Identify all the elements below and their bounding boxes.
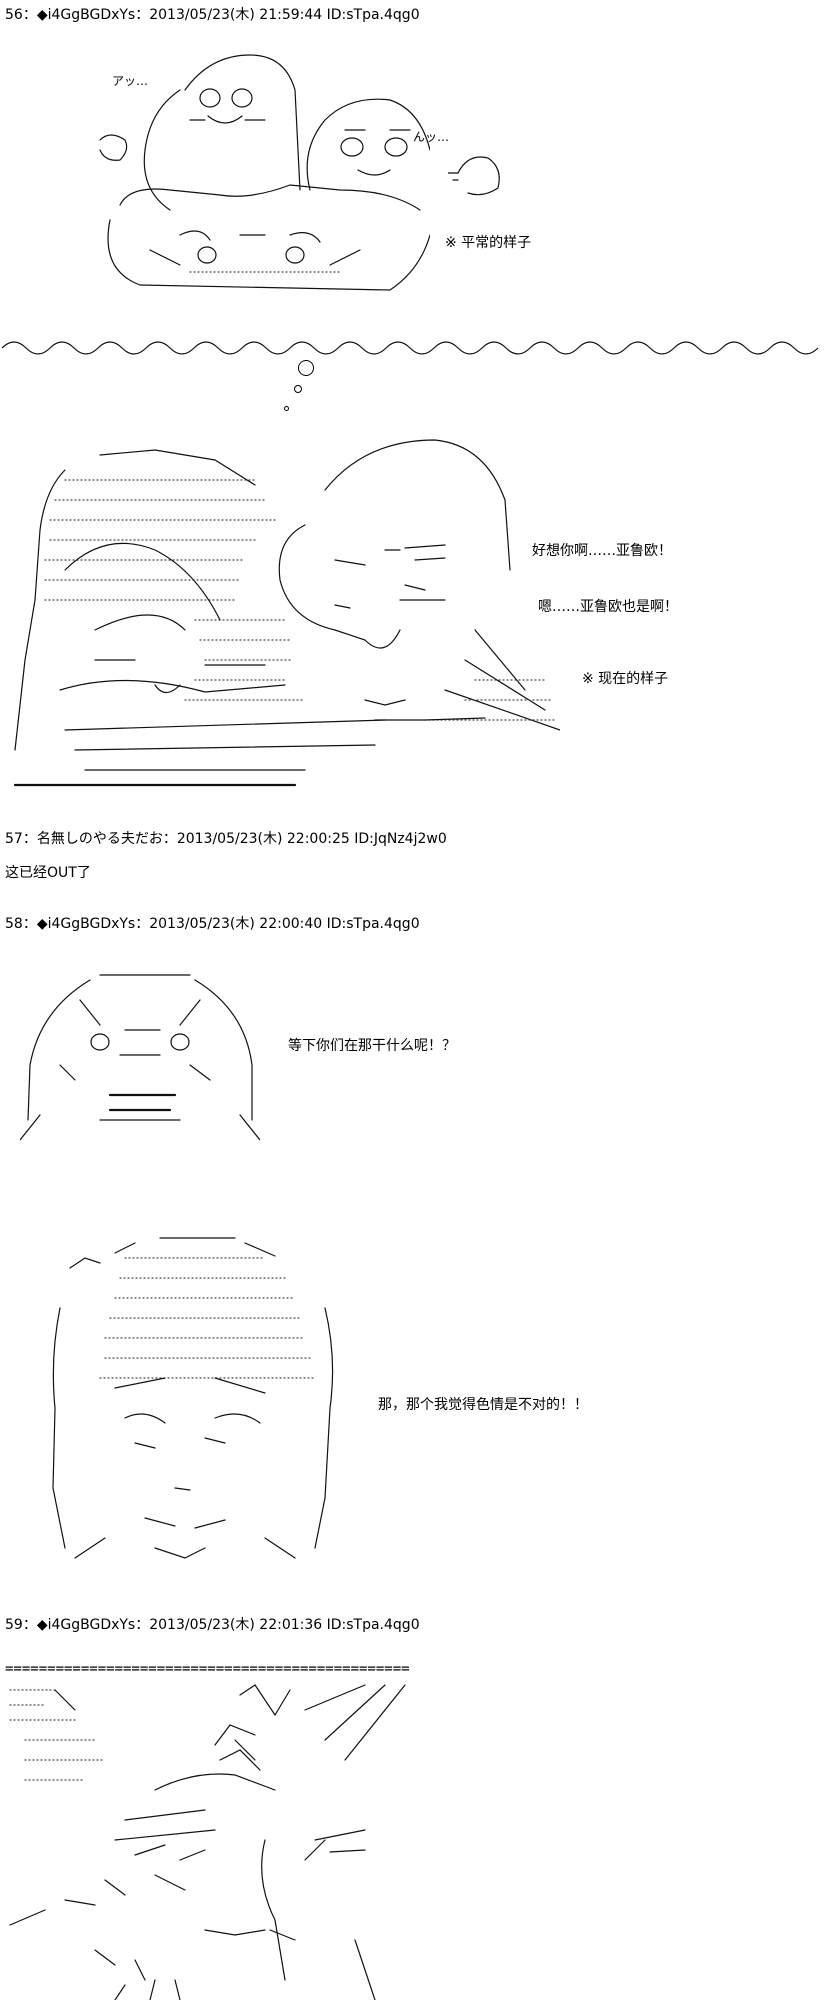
note-current: ※ 现在的样子 <box>582 671 669 687</box>
sfx-left: アッ… <box>112 74 149 88</box>
thought-bubble-medium <box>294 385 302 393</box>
post-body-57: 这已经OUT了 <box>5 865 91 881</box>
post-header-58: 58：◆i4GgBGDxYs：2013/05/23(木) 22:00:40 ID… <box>5 916 420 932</box>
note-normal: ※ 平常的样子 <box>445 235 532 251</box>
wave-divider <box>0 330 824 360</box>
speech-line-1: 好想你啊……亚鲁欧！ <box>532 543 672 559</box>
ascii-art-normal <box>90 50 430 300</box>
post-header-57: 57：名無しのやる夫だお：2013/05/23(木) 22:00:25 ID:J… <box>5 831 447 847</box>
post-header-56: 56：◆i4GgBGDxYs：2013/05/23(木) 21:59:44 ID… <box>5 7 420 23</box>
speech-line-3: 等下你们在那干什么呢！？ <box>288 1038 456 1054</box>
sfx-right: んッ… <box>413 130 450 144</box>
ascii-art-speaker-2 <box>25 1228 350 1573</box>
ascii-art-hand-right <box>448 148 508 203</box>
ascii-art-current <box>5 430 560 795</box>
ascii-art-speaker-1 <box>20 970 260 1145</box>
ascii-art-scene <box>5 1680 495 2000</box>
speech-line-2: 嗯……亚鲁欧也是啊！ <box>538 599 678 615</box>
thought-bubble-large <box>298 360 314 376</box>
speech-line-4: 那，那个我觉得色情是不对的！！ <box>378 1397 588 1413</box>
post-header-59: 59：◆i4GgBGDxYs：2013/05/23(木) 22:01:36 ID… <box>5 1617 420 1633</box>
thought-bubble-small <box>284 406 289 411</box>
separator-line: ========================================… <box>5 1661 410 1677</box>
